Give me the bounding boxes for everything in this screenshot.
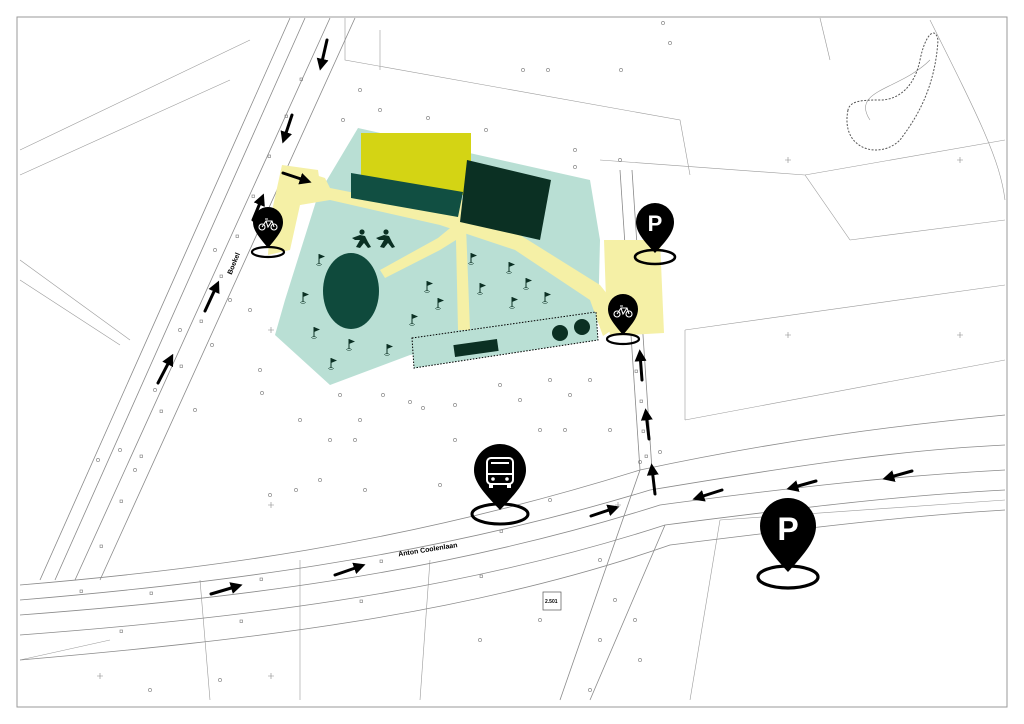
bus-stop-pin-icon: [470, 444, 530, 526]
direction-arrow-icon: [156, 353, 174, 385]
building-dark: [460, 160, 551, 240]
pond-outline: [846, 32, 939, 151]
parking-pin-letter: P: [648, 211, 663, 236]
direction-arrows: [156, 38, 914, 596]
direction-arrow-icon: [281, 171, 312, 185]
golfer-icon: [352, 229, 395, 248]
direction-arrow-icon: [634, 349, 647, 382]
survey-crosses: [97, 157, 963, 679]
direction-arrow-icon: [280, 113, 294, 144]
tree-dots: [96, 21, 672, 692]
roadside-markers: [79, 77, 648, 633]
pond: [323, 253, 379, 329]
bicycle-pin-icon: [250, 207, 286, 259]
direction-arrow-icon: [646, 463, 659, 496]
map-frame: [16, 16, 1008, 708]
parking-pin-icon: P: [756, 498, 820, 590]
meter-box-label: 2.501: [545, 599, 558, 605]
direction-arrow-icon: [209, 582, 243, 596]
direction-arrow-icon: [882, 469, 914, 482]
round-shrub: [552, 325, 568, 341]
direction-arrow-icon: [203, 280, 220, 313]
parking-pin-letter: P: [777, 511, 798, 547]
field-bench: [453, 338, 499, 358]
direction-arrow-icon: [692, 488, 724, 502]
parking-pin-icon: P: [633, 203, 677, 266]
meter-box: 2.501: [542, 591, 562, 611]
main-road: [19, 169, 1006, 701]
direction-arrow-icon: [316, 38, 329, 71]
side-road: [39, 17, 356, 581]
building-teal: [351, 173, 463, 217]
direction-arrow-icon: [640, 408, 653, 441]
bicycle-pin-icon: [605, 294, 641, 346]
direction-arrow-icon: [589, 504, 620, 518]
direction-arrow-icon: [333, 562, 366, 577]
direction-arrow-icon: [786, 479, 818, 492]
round-shrub: [574, 319, 590, 335]
cadastral-lines: [19, 17, 1006, 701]
